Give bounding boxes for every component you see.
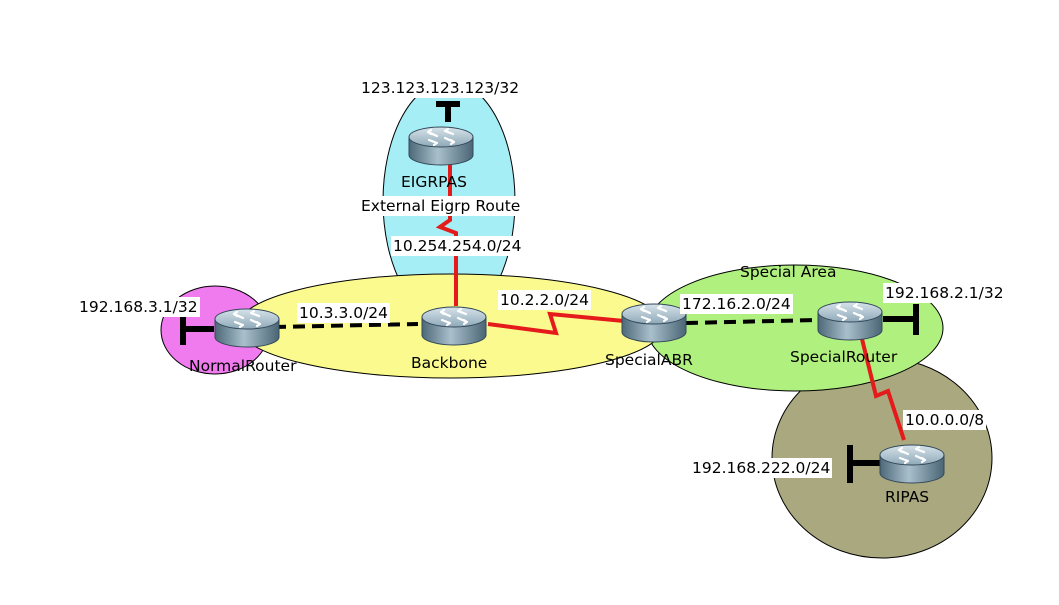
router-eigrpas[interactable] bbox=[406, 124, 476, 168]
eigrpas-device-label: EIGRPAS bbox=[401, 173, 467, 191]
specialrouter-device-label: SpecialRouter bbox=[790, 348, 898, 366]
router-specialrouter[interactable] bbox=[815, 299, 885, 343]
backbone-device-label: Backbone bbox=[411, 354, 488, 372]
normalrouter-device-label: NormalRouter bbox=[189, 357, 297, 375]
router-icon bbox=[214, 308, 280, 348]
eigrpas-loopback-stub bbox=[436, 101, 460, 122]
special-loopback-network-label: 192.168.2.1/32 bbox=[883, 283, 1006, 303]
special-area-label: Special Area bbox=[740, 263, 837, 281]
eigrp-loopback-network-label: 123.123.123.123/32 bbox=[359, 78, 522, 98]
router-specialabr[interactable] bbox=[619, 301, 689, 345]
special-loopback-stub bbox=[883, 304, 919, 335]
rip-link-network-label: 10.0.0.0/8 bbox=[903, 410, 987, 430]
normal-loopback-stub bbox=[180, 313, 214, 345]
router-icon bbox=[421, 306, 487, 346]
router-backbone[interactable] bbox=[419, 304, 489, 348]
normal-loopback-network-label: 192.168.3.1/32 bbox=[77, 297, 200, 317]
router-icon bbox=[621, 303, 687, 343]
link-normal-backbone bbox=[273, 322, 419, 329]
link-backbone-specialabr bbox=[487, 311, 625, 336]
rip-loopback-network-label: 192.168.222.0/24 bbox=[690, 458, 833, 478]
external-route-label: External Eigrp Route bbox=[359, 196, 523, 216]
router-icon bbox=[408, 126, 474, 166]
link-specialabr-specialrouter bbox=[685, 318, 819, 325]
router-ripas[interactable] bbox=[877, 442, 947, 486]
rip-loopback-stub bbox=[847, 445, 882, 483]
backbone-abr-network-label: 10.2.2.0/24 bbox=[498, 290, 592, 310]
specialabr-device-label: SpecialABR bbox=[605, 351, 693, 369]
eigrp-link-network-label: 10.254.254.0/24 bbox=[391, 236, 524, 256]
ripas-device-label: RIPAS bbox=[885, 488, 930, 506]
router-normal[interactable] bbox=[212, 306, 282, 350]
special-link-network-label: 172.16.2.0/24 bbox=[680, 294, 793, 314]
normal-link-network-label: 10.3.3.0/24 bbox=[297, 303, 391, 323]
router-icon bbox=[879, 444, 945, 484]
router-icon bbox=[817, 301, 883, 341]
link-specialrouter-ripas bbox=[860, 338, 906, 441]
